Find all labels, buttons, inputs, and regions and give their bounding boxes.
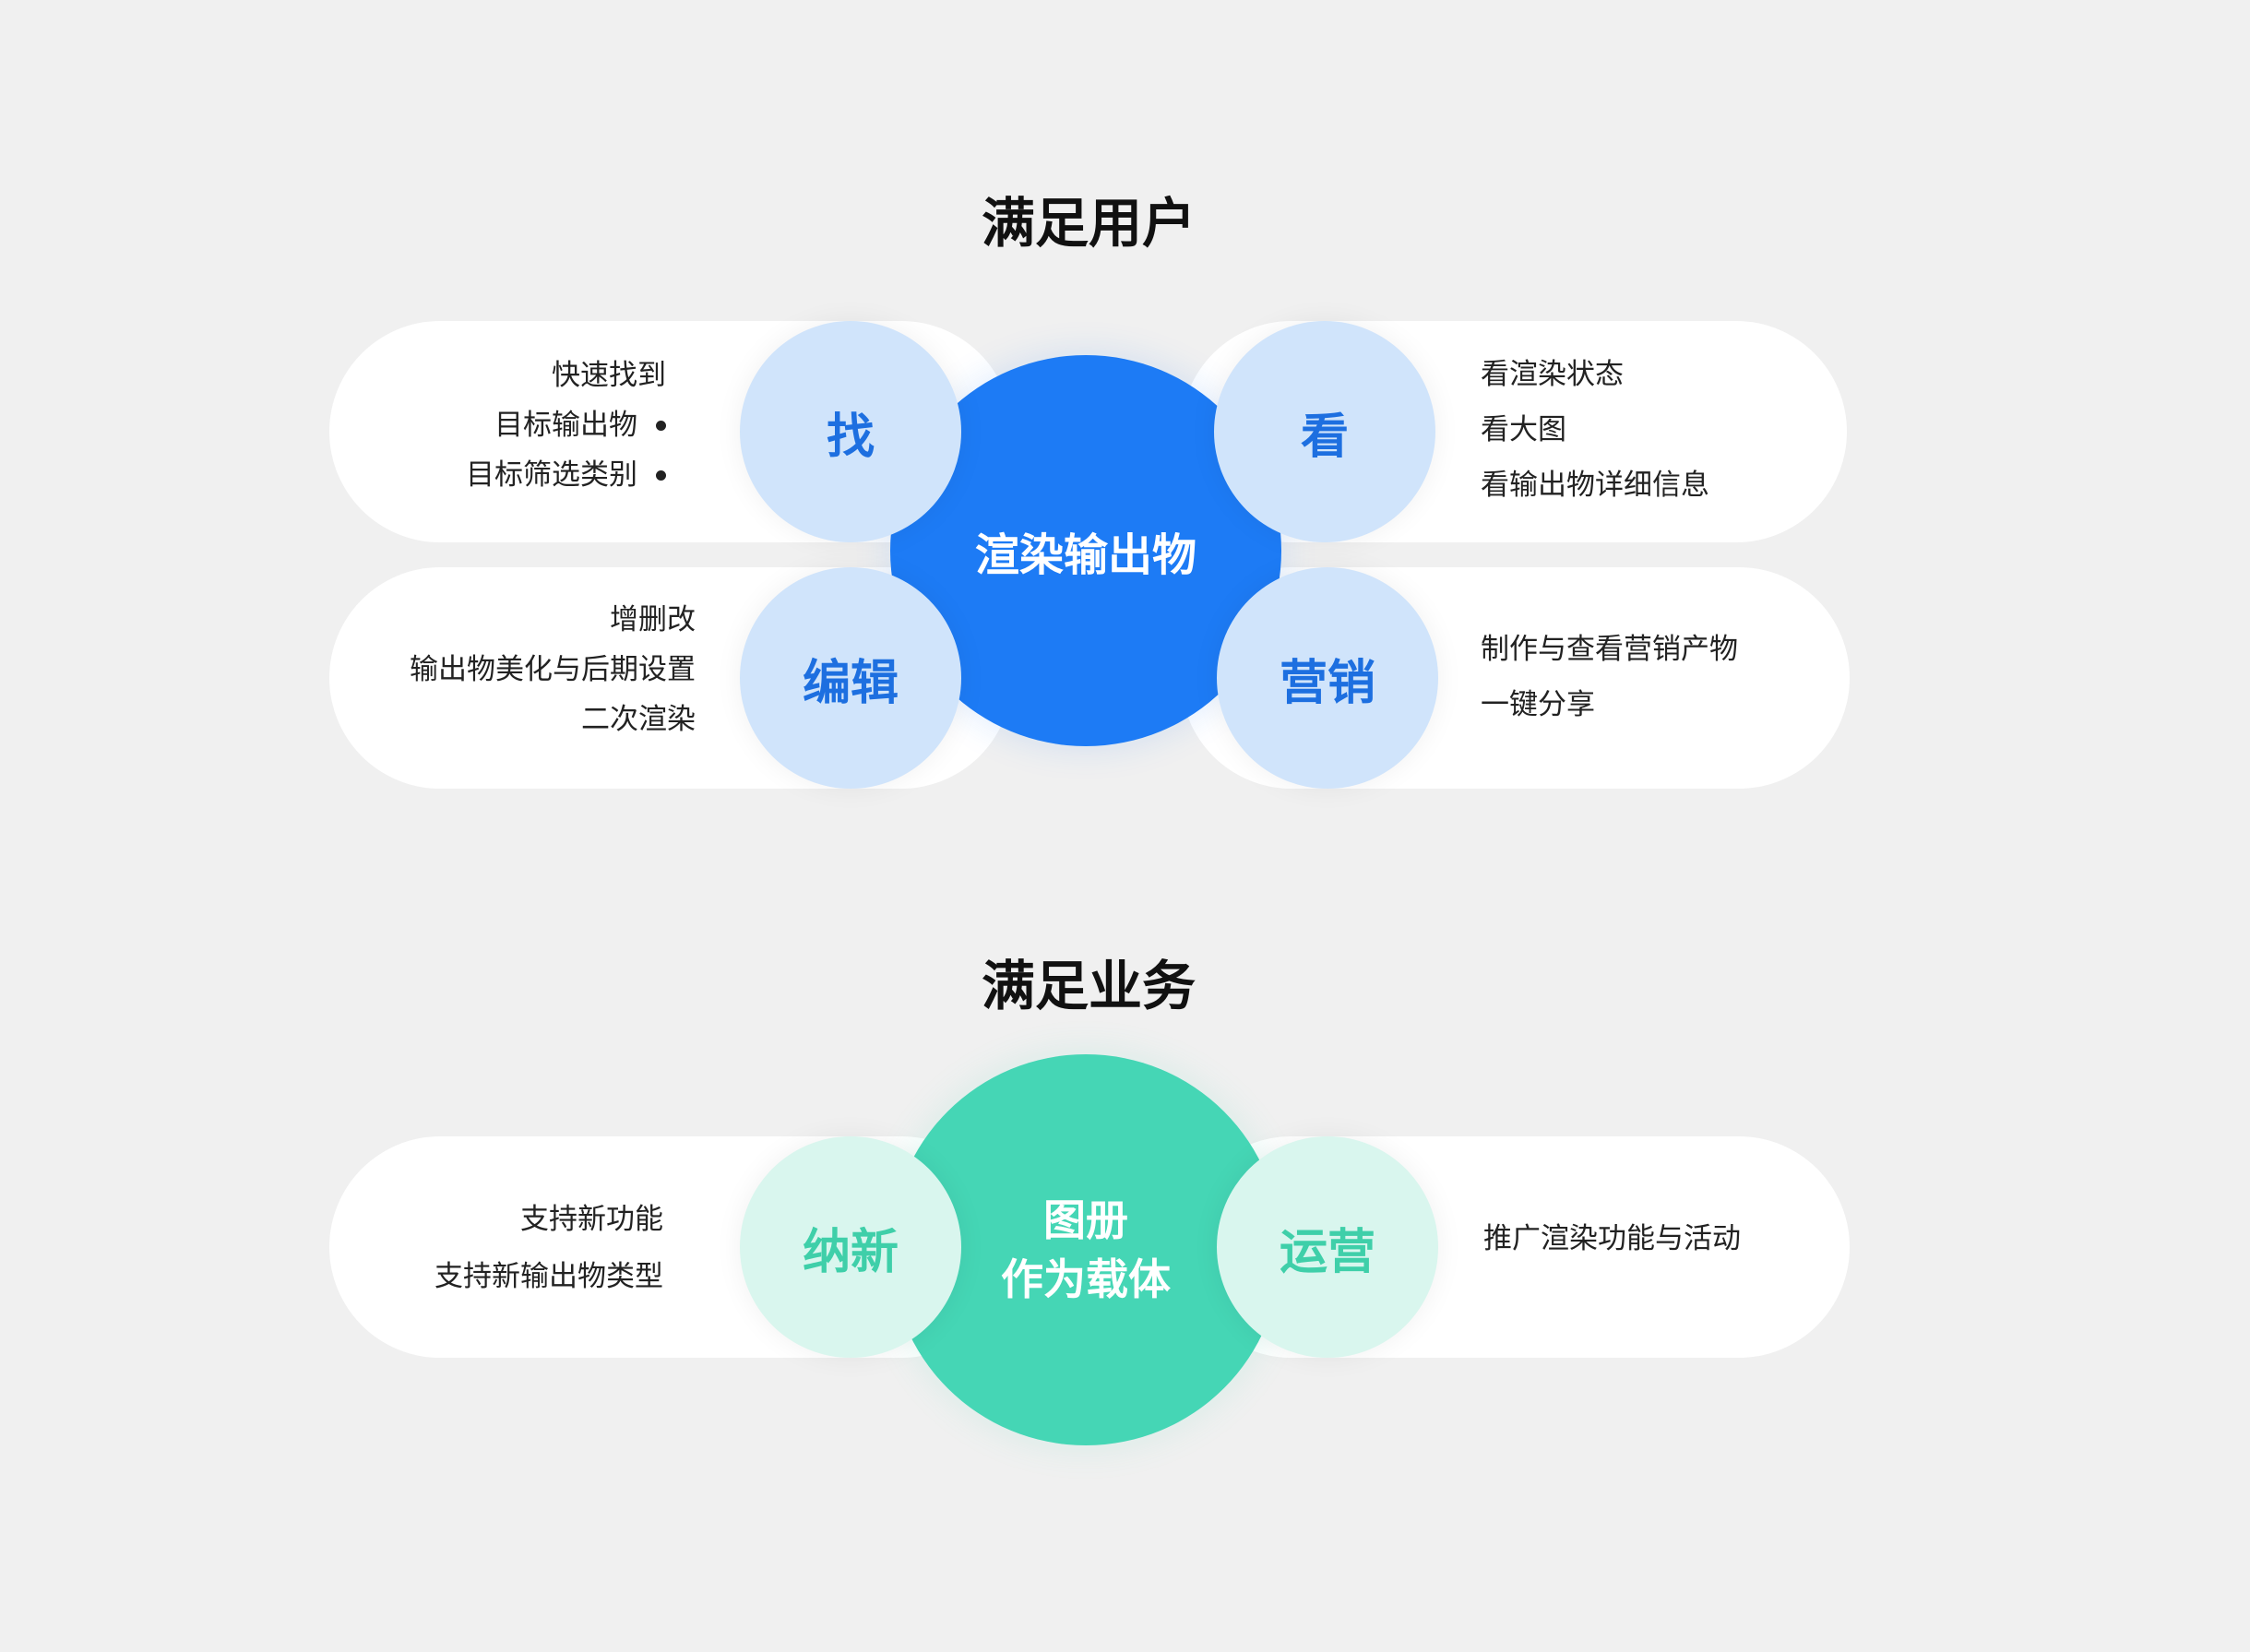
view-item: 看大图: [1481, 412, 1566, 446]
find-items: 快速找到 目标输出物 目标筛选类别: [466, 351, 666, 500]
center-render-output-label: 渲染输出物: [974, 529, 1196, 581]
node-find: 找: [740, 321, 961, 542]
node-view: 看: [1214, 321, 1435, 542]
operate-item: 推广渲染功能与活动: [1483, 1221, 1741, 1255]
new-items: 支持新功能 支持新输出物类型: [435, 1191, 663, 1305]
node-marketing: 营销: [1217, 567, 1438, 789]
edit-item: 增删改: [610, 602, 696, 636]
view-items: 看渲染状态 看大图 看输出物详细信息: [1481, 347, 1709, 513]
center-album-line2: 作为载体: [1001, 1254, 1171, 1304]
marketing-item: 制作与查看营销产物: [1481, 632, 1738, 666]
node-new-label: 纳新: [802, 1224, 899, 1280]
operate-items: 推广渲染功能与活动: [1483, 1214, 1741, 1264]
node-new: 纳新: [740, 1136, 961, 1358]
find-item: 快速找到: [552, 358, 666, 392]
marketing-items: 制作与查看营销产物 一键分享: [1481, 622, 1738, 732]
section-title-business: 满足业务: [981, 955, 1196, 1017]
bullet-icon: [656, 420, 666, 431]
edit-item: 二次渲染: [581, 702, 696, 736]
view-item: 看渲染状态: [1481, 357, 1624, 391]
edit-items: 增删改 输出物美化与后期设置 二次渲染: [410, 595, 696, 744]
node-edit: 编辑: [740, 567, 961, 789]
section-title-user: 满足用户: [981, 192, 1196, 255]
find-item: 目标筛选类别: [466, 450, 666, 500]
bullet-icon: [656, 469, 666, 481]
new-item: 支持新功能: [520, 1202, 663, 1236]
find-item: 目标输出物: [466, 400, 666, 450]
node-edit-label: 编辑: [802, 655, 899, 711]
new-item: 支持新输出物类型: [435, 1259, 663, 1293]
center-album-line1: 图册: [1043, 1194, 1128, 1245]
node-operate-label: 运营: [1279, 1224, 1375, 1280]
node-find-label: 找: [826, 409, 875, 465]
node-marketing-label: 营销: [1279, 655, 1375, 711]
node-operate: 运营: [1217, 1136, 1438, 1358]
marketing-item: 一键分享: [1481, 687, 1595, 721]
node-view-label: 看: [1300, 409, 1349, 465]
view-item: 看输出物详细信息: [1481, 468, 1709, 502]
edit-item: 输出物美化与后期设置: [410, 652, 696, 686]
